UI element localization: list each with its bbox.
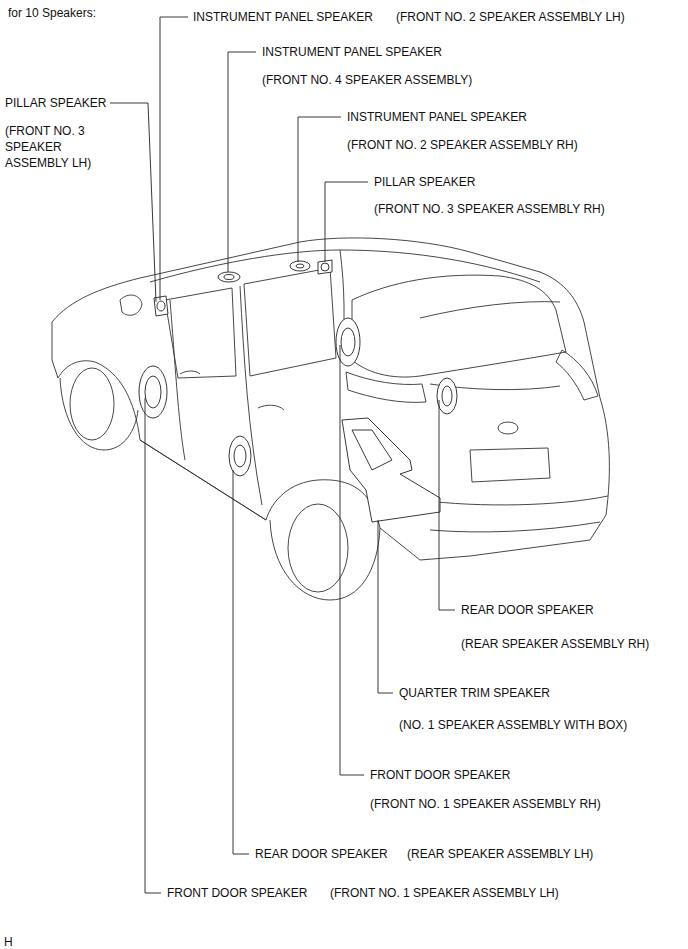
car-body [52,238,609,560]
part-label: (FRONT NO. 1 SPEAKER ASSEMBLY LH) [330,885,559,901]
side-window [165,288,236,378]
speaker [139,260,457,522]
part-label: (REAR SPEAKER ASSEMBLY RH) [461,636,649,652]
part-label: (FRONT NO. 4 SPEAKER ASSEMBLY) [262,72,472,88]
wheel [288,504,348,592]
tail-light [556,350,598,400]
part-label: (REAR SPEAKER ASSEMBLY LH) [407,846,593,862]
side-window [244,268,336,376]
bumper [420,496,608,505]
tail-light [346,372,426,402]
part-label: (FRONT NO. 3 SPEAKER ASSEMBLY RH) [374,201,605,217]
part-label: (FRONT NO. 1 SPEAKER ASSEMBLY RH) [370,796,601,812]
license-plate [470,448,550,482]
wheel [70,368,114,440]
part-label: INSTRUMENT PANEL SPEAKER [347,109,527,125]
emblem [498,422,518,434]
door-handle [258,405,284,410]
part-label: INSTRUMENT PANEL SPEAKER [262,44,442,60]
part-label: H [4,934,13,949]
part-label: PILLAR SPEAKER [374,174,475,190]
door-handle [180,371,200,374]
part-label: QUARTER TRIM SPEAKER [399,685,550,701]
part-label: REAR DOOR SPEAKER [461,602,594,618]
part-label: REAR DOOR SPEAKER [255,846,388,862]
spoiler [420,302,560,318]
part-label: for 10 Speakers: [8,5,96,21]
part-label: FRONT DOOR SPEAKER [167,885,307,901]
part-label: INSTRUMENT PANEL SPEAKER [193,9,373,25]
part-label: PILLAR SPEAKER [5,95,106,111]
part-label: (FRONT NO. 3 SPEAKER ASSEMBLY LH) [5,123,97,171]
part-label: (FRONT NO. 2 SPEAKER ASSEMBLY RH) [347,137,578,153]
rear-window [352,275,566,377]
bumper [430,522,600,532]
mirror [120,295,142,315]
roof-line [150,250,540,282]
part-label: FRONT DOOR SPEAKER [370,767,510,783]
door-line [170,300,185,460]
part-label: (NO. 1 SPEAKER ASSEMBLY WITH BOX) [399,717,627,733]
part-label: (FRONT NO. 2 SPEAKER ASSEMBLY LH) [396,9,625,25]
wheel [270,520,380,600]
